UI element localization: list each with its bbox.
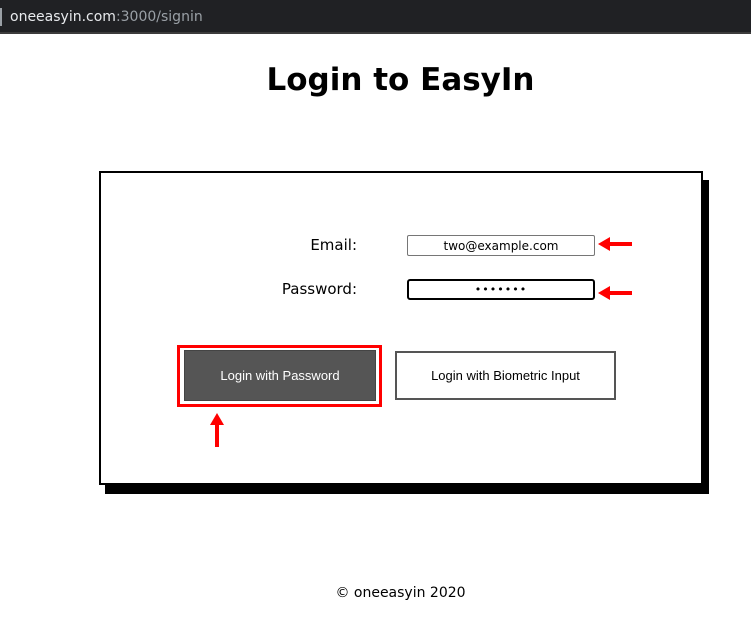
login-with-password-button[interactable]: Login with Password xyxy=(184,350,376,401)
page-title: Login to EasyIn xyxy=(266,62,535,98)
password-label: Password: xyxy=(281,280,357,298)
arrow-up-icon xyxy=(210,413,224,447)
password-field[interactable] xyxy=(407,279,595,300)
login-with-biometric-button[interactable]: Login with Biometric Input xyxy=(395,351,616,400)
login-card xyxy=(99,171,703,485)
url-host: oneeasyin.com xyxy=(10,9,116,25)
address-bar-edge xyxy=(0,8,2,26)
email-label: Email: xyxy=(310,236,357,254)
email-field[interactable] xyxy=(407,235,595,256)
password-button-highlight xyxy=(177,345,382,407)
url-path: :3000/signin xyxy=(115,9,203,25)
arrow-left-icon xyxy=(598,237,632,251)
footer-copyright: © oneeasyin 2020 xyxy=(335,585,466,601)
address-bar[interactable]: oneeasyin.com:3000/signin xyxy=(10,8,203,26)
browser-toolbar: oneeasyin.com:3000/signin xyxy=(0,0,751,34)
arrow-left-icon xyxy=(598,286,632,300)
